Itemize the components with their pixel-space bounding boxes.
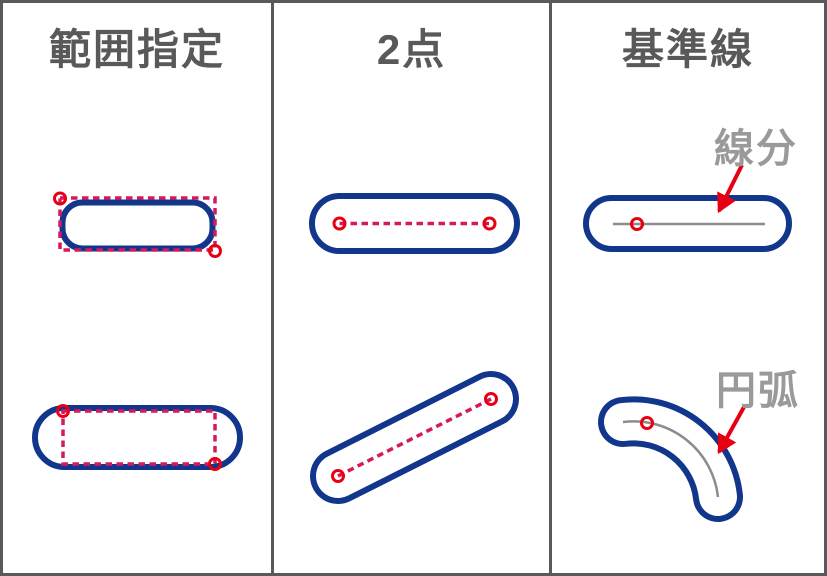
click-point-marker <box>331 469 345 483</box>
figure-baseline-segment <box>583 164 792 252</box>
click-point-marker <box>208 457 222 471</box>
panel-title-range: 範囲指定 <box>48 26 225 73</box>
figure-baseline-arc <box>598 396 746 522</box>
figure-range-rounded-rect <box>53 191 222 258</box>
click-point-marker <box>630 217 644 231</box>
column-divider <box>549 0 552 576</box>
panel-title-baseline: 基準線 <box>621 26 754 73</box>
figure-two-point-tilted <box>310 371 519 504</box>
click-point-marker <box>482 216 497 231</box>
bounding-box-dashed <box>58 196 217 252</box>
click-point-marker <box>332 216 347 231</box>
panel-title-two-points: 2点 <box>376 26 447 73</box>
column-divider <box>271 0 274 576</box>
arc-annotation-arrow <box>717 406 746 455</box>
segment-annotation-arrow <box>717 164 744 214</box>
segment-label: 線分 <box>714 127 798 171</box>
capsule-outline <box>309 193 520 254</box>
capsule-outline <box>32 405 243 470</box>
click-point-marker <box>484 392 498 406</box>
figure-range-capsule <box>32 404 243 471</box>
capsule-fill <box>316 377 513 498</box>
rounded-rect-outline <box>59 199 216 252</box>
click-point-marker <box>640 416 654 430</box>
click-point-marker <box>208 244 222 258</box>
click-point-marker <box>56 404 70 418</box>
arc-label: 円弧 <box>716 369 800 413</box>
figure-two-point-horizontal <box>309 193 520 254</box>
bounding-box-dashed <box>61 409 217 466</box>
click-point-marker <box>53 191 67 206</box>
